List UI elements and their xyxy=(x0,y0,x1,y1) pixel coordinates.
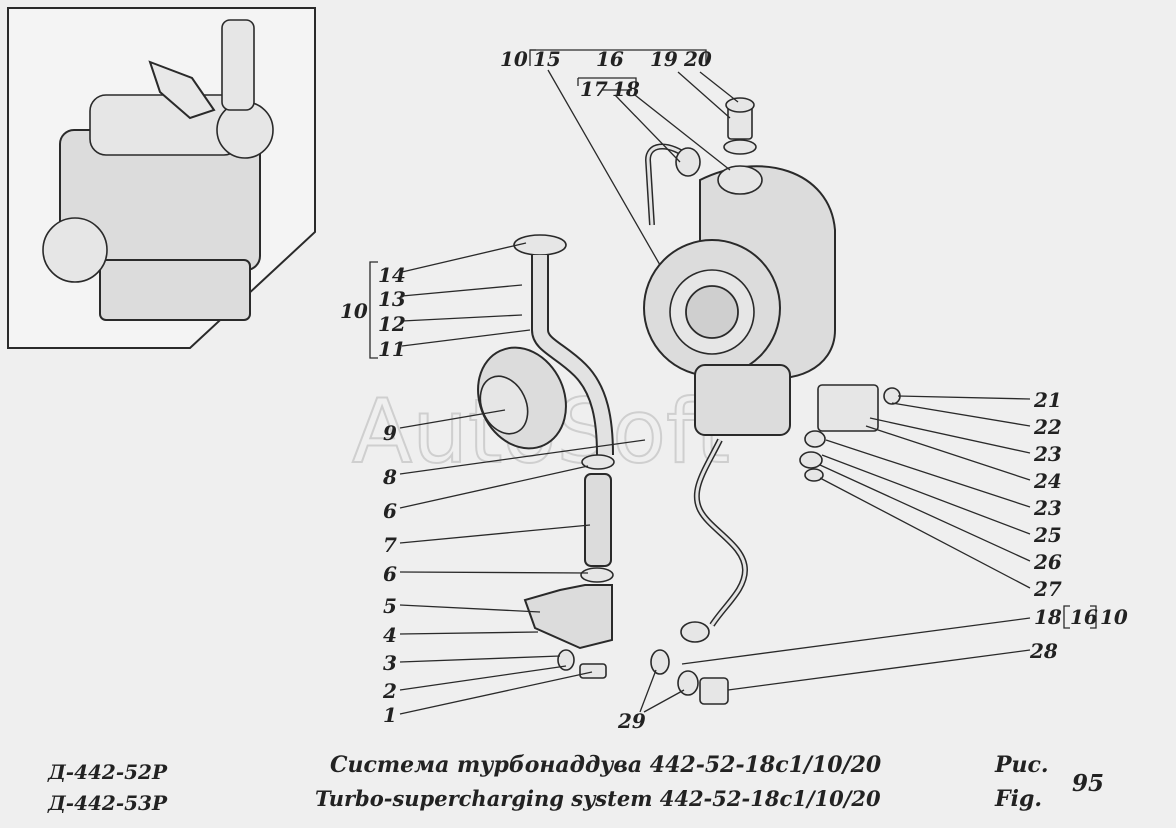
callout-13: 13 xyxy=(378,287,406,311)
callout-24: 24 xyxy=(1033,469,1062,493)
callout-14: 14 xyxy=(378,263,406,287)
callout-7: 7 xyxy=(383,533,397,557)
figure-label-en: Fig. xyxy=(995,786,1043,812)
callout-19: 19 xyxy=(650,47,678,71)
callout-11: 11 xyxy=(378,337,406,361)
callout-16-top: 16 xyxy=(596,47,624,71)
callout-10-left: 10 xyxy=(340,299,368,323)
model-code-1: Д-442-52Р xyxy=(48,760,168,784)
callout-25: 25 xyxy=(1033,523,1062,547)
figure-title-en: Turbo-supercharging system 442-52-18с1/1… xyxy=(315,786,881,811)
figure-label-ru: Рис. xyxy=(995,752,1049,778)
callout-8: 8 xyxy=(382,465,397,489)
callout-5: 5 xyxy=(383,594,397,618)
turbocharger xyxy=(643,165,836,436)
callout-12: 12 xyxy=(378,312,406,336)
callout-18-top: 18 xyxy=(612,77,640,101)
figure-number: 95 xyxy=(1072,770,1105,797)
callout-3: 3 xyxy=(383,651,397,675)
callout-17: 17 xyxy=(580,77,608,101)
callout-16-right: 16 xyxy=(1070,605,1098,629)
callout-10-right: 10 xyxy=(1100,605,1128,629)
callout-27: 27 xyxy=(1033,577,1062,601)
figure-title-ru: Система турбонаддува 442-52-18с1/10/20 xyxy=(330,752,882,778)
callout-6a: 6 xyxy=(383,499,397,523)
callout-26: 26 xyxy=(1033,550,1062,574)
callout-22: 22 xyxy=(1033,415,1062,439)
leader-lines xyxy=(399,69,1031,715)
callout-4: 4 xyxy=(383,623,397,647)
callout-23b: 23 xyxy=(1033,496,1062,520)
callout-20: 20 xyxy=(683,47,712,71)
engine-inset xyxy=(7,7,316,349)
callout-28: 28 xyxy=(1029,639,1058,663)
callout-21: 21 xyxy=(1033,388,1062,412)
model-code-2: Д-442-53Р xyxy=(48,791,168,815)
callout-15: 15 xyxy=(533,47,561,71)
callout-29: 29 xyxy=(617,709,646,733)
callout-9: 9 xyxy=(383,421,397,445)
callout-2: 2 xyxy=(382,679,397,703)
callout-1: 1 xyxy=(383,703,397,727)
callout-6b: 6 xyxy=(383,562,397,586)
callout-23a: 23 xyxy=(1033,442,1062,466)
callout-18-right: 18 xyxy=(1034,605,1062,629)
callout-10-top: 10 xyxy=(500,47,528,71)
